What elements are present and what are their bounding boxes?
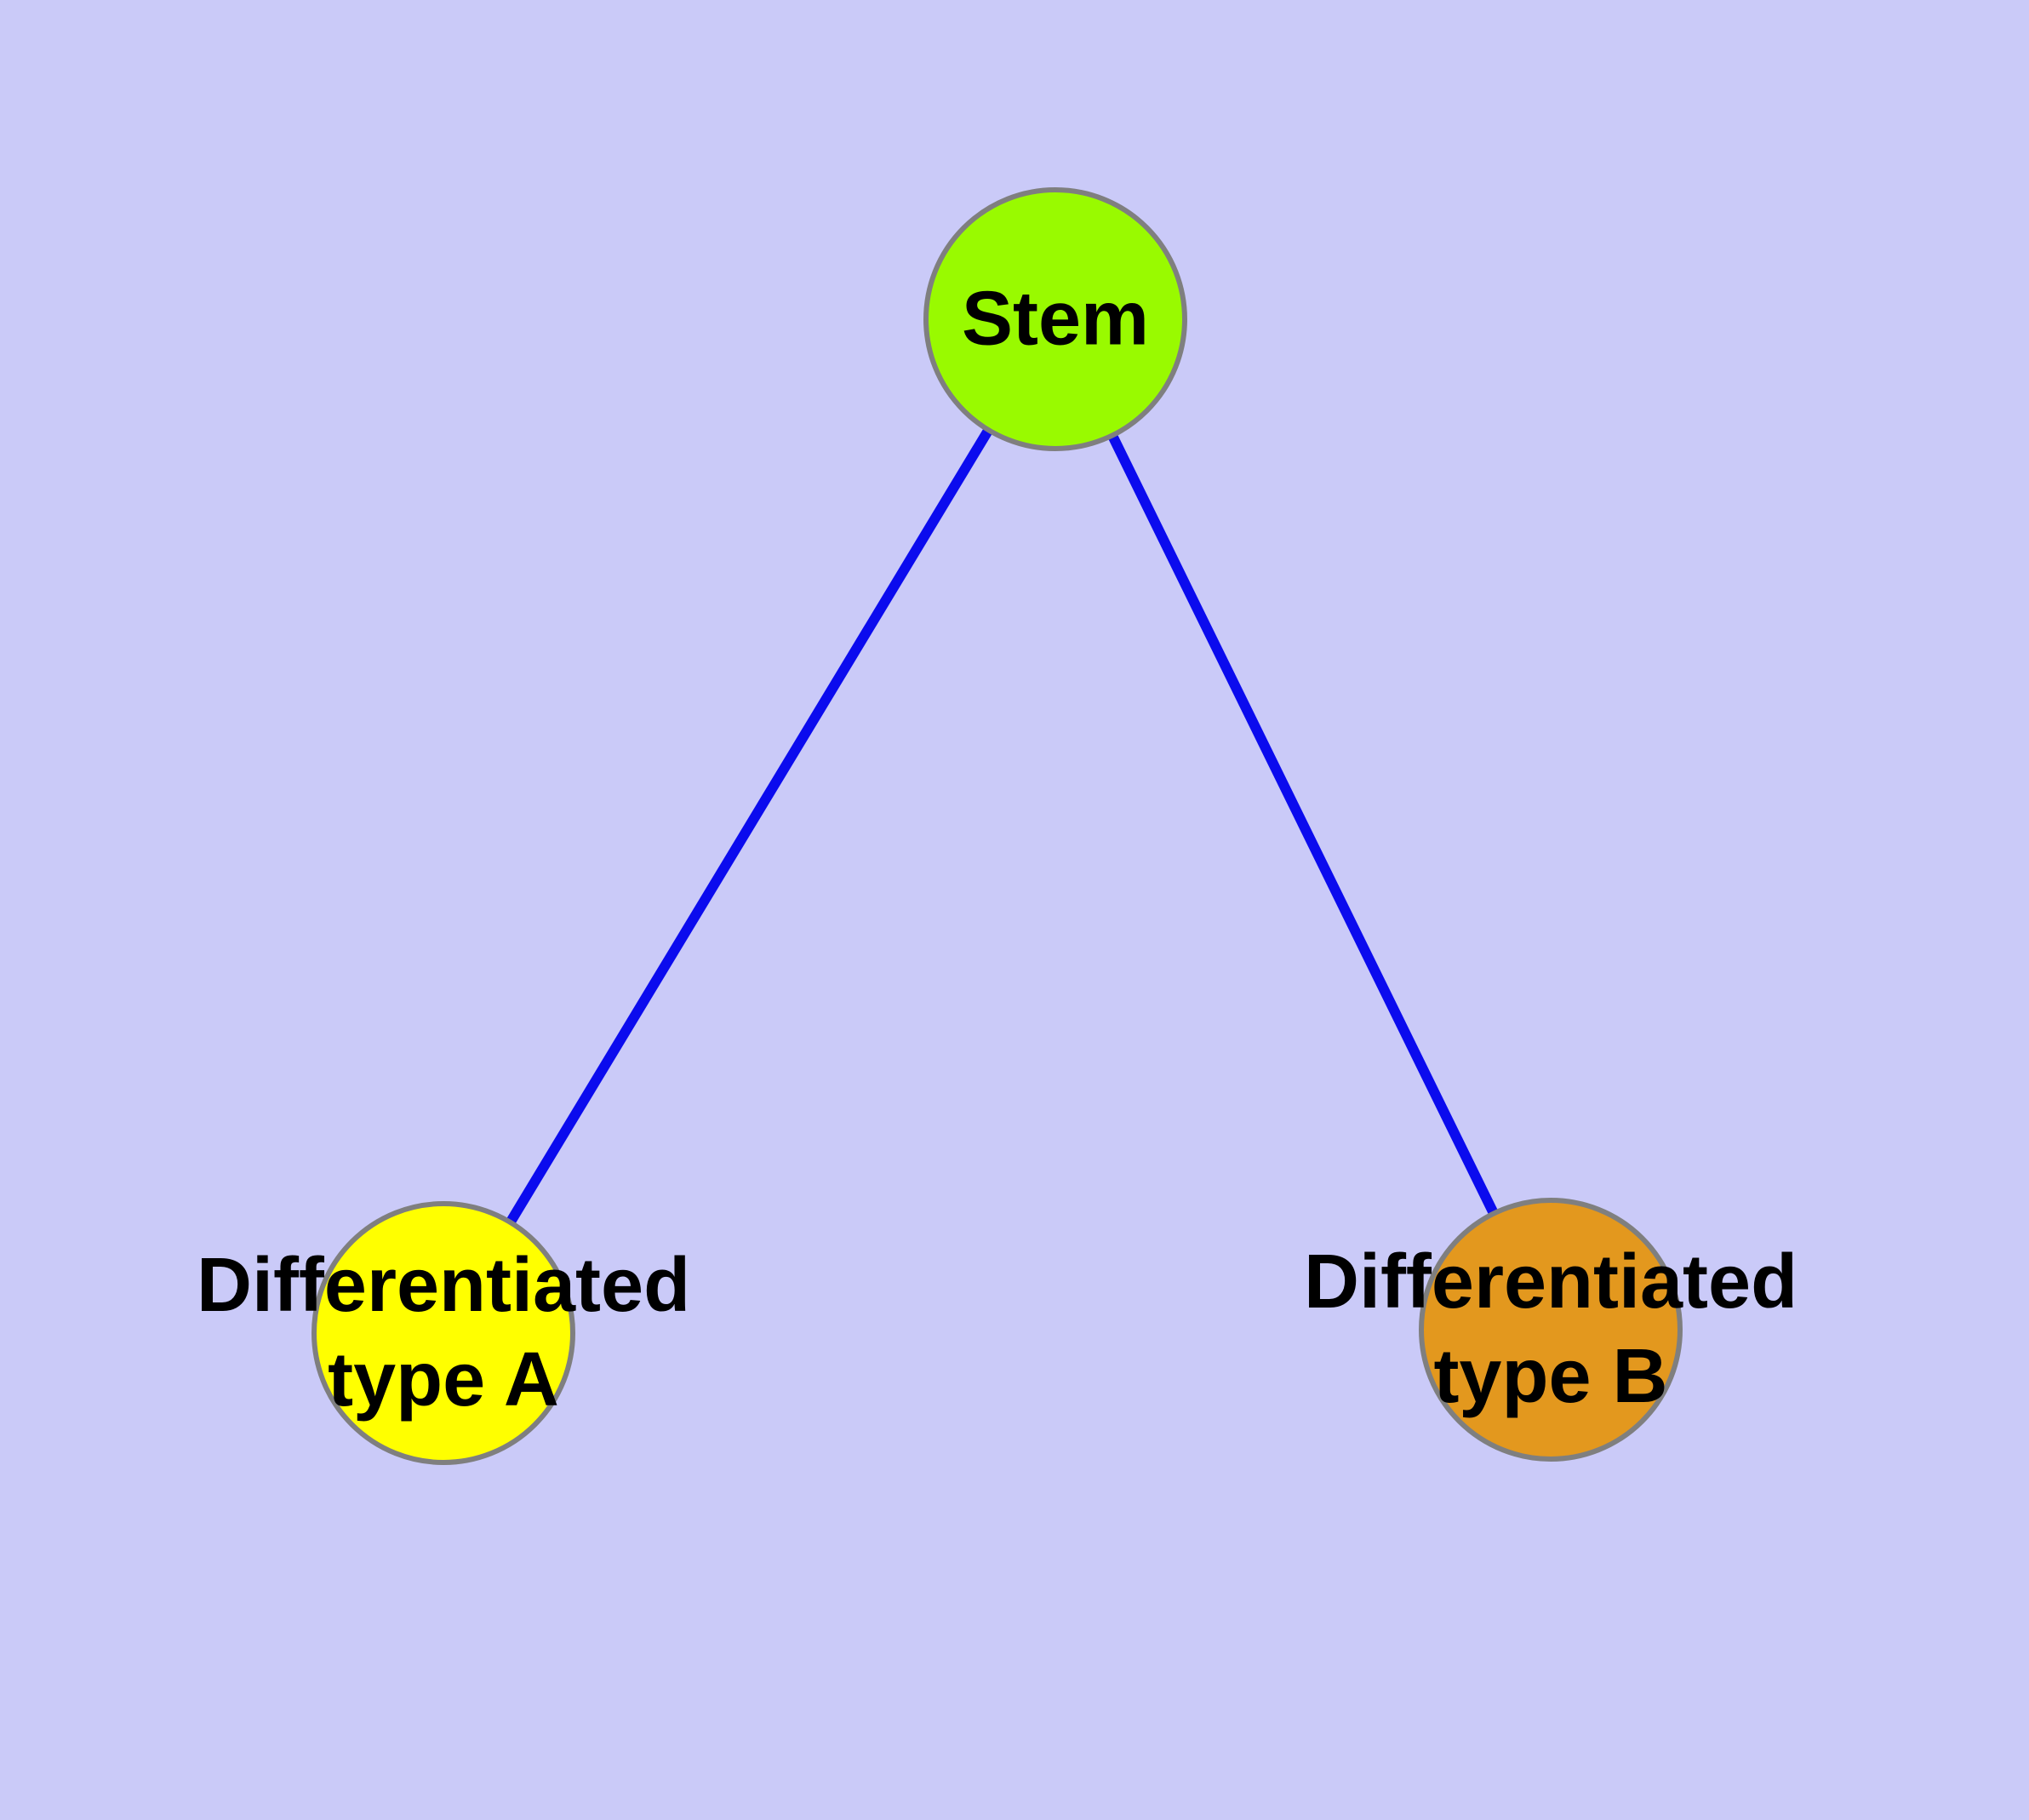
- node-stem-label: Stem: [961, 276, 1150, 362]
- node-differentiated-type-b-circle: [1419, 1198, 1683, 1462]
- edge-stem-to-type-a: [438, 316, 1060, 1336]
- node-differentiated-type-a-label: Differentiated type A: [196, 1243, 691, 1422]
- node-differentiated-type-b-label: Differentiated type B: [1303, 1239, 1798, 1419]
- edge-stem-to-type-b: [1050, 317, 1556, 1332]
- node-differentiated-type-a-circle: [311, 1201, 575, 1465]
- node-stem-circle: [923, 187, 1187, 451]
